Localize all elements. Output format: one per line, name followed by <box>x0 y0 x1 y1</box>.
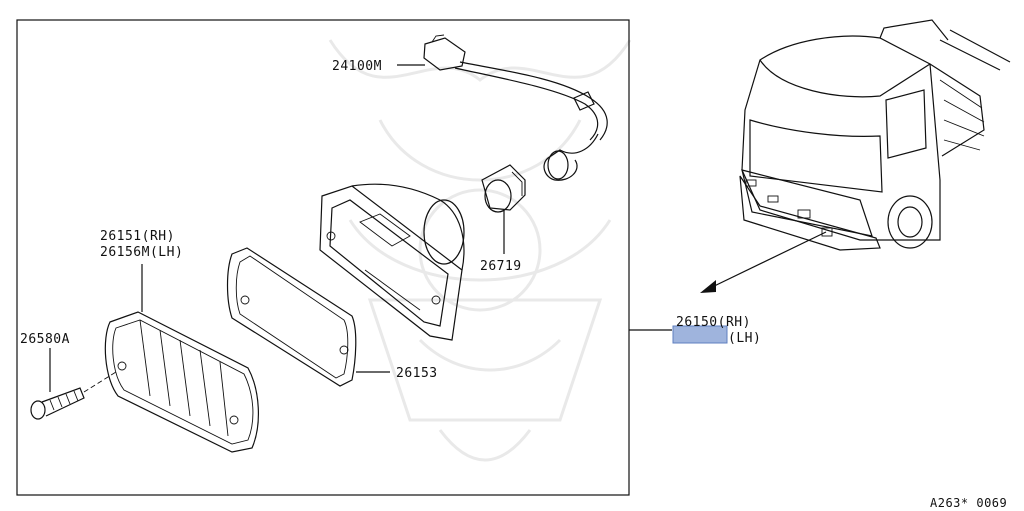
label-gasket: 26153 <box>396 366 438 381</box>
label-assembly-lh: (LH) <box>728 331 761 346</box>
direction-arrow <box>700 231 827 293</box>
figure-code: A263* 0069 <box>930 496 1007 510</box>
label-lens-lh: 26156M(LH) <box>100 245 183 260</box>
label-screw: 26580A <box>20 332 70 347</box>
label-harness: 24100M <box>332 59 382 74</box>
label-assembly-rh: 26150(RH) <box>676 315 751 330</box>
bulb <box>481 164 526 254</box>
diagram-frame <box>16 19 630 496</box>
truck-illustration <box>739 19 1011 251</box>
lamp-housing <box>319 183 465 341</box>
harness-connector <box>423 34 608 181</box>
highlight-box <box>672 325 728 344</box>
gasket <box>226 247 390 387</box>
screw <box>30 348 117 420</box>
lens <box>104 264 259 453</box>
watermark-emblem <box>328 39 632 462</box>
label-lens-rh: 26151(RH) <box>100 229 175 244</box>
label-bulb: 26719 <box>480 259 522 274</box>
